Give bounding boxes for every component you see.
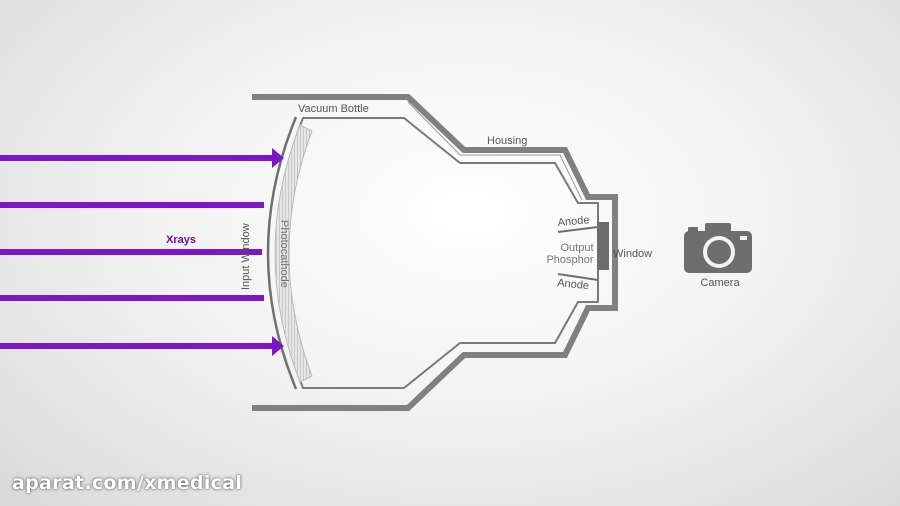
housing-label: Housing [487, 135, 527, 147]
xray-beam [0, 249, 262, 255]
photocathode-label: Photocathode [278, 220, 290, 288]
anode-bottom-label: Anode [557, 277, 590, 292]
xray-beams [0, 148, 284, 356]
xray-beam [0, 155, 276, 161]
anode-top-line [557, 226, 599, 233]
xray-arrow-head [272, 148, 284, 168]
vacuum-bottle-label: Vacuum Bottle [298, 103, 369, 115]
xray-beam [0, 202, 264, 208]
housing-outline [252, 94, 618, 411]
output-phosphor-label-line1: Output [560, 242, 593, 254]
anode-bottom-line [557, 273, 599, 281]
xray-beam [0, 295, 264, 301]
vacuum-bottle [275, 117, 599, 389]
output-phosphor-label-line2: Phosphor [546, 254, 593, 266]
xray-beam [0, 343, 276, 349]
housing-inner-edge [407, 101, 583, 201]
xray-arrow-head [272, 336, 284, 356]
input-window-label: Input Window [240, 223, 252, 290]
xrays-label: Xrays [166, 234, 196, 246]
photocathode-band [274, 124, 313, 383]
input-window-curve [266, 116, 298, 390]
window-label: Window [613, 248, 652, 260]
output-phosphor-block [597, 222, 609, 270]
camera-label: Camera [700, 277, 740, 289]
camera-icon [684, 223, 752, 273]
watermark-text: aparat.com/xmedical [12, 472, 243, 494]
anode-top-label: Anode [557, 214, 590, 229]
